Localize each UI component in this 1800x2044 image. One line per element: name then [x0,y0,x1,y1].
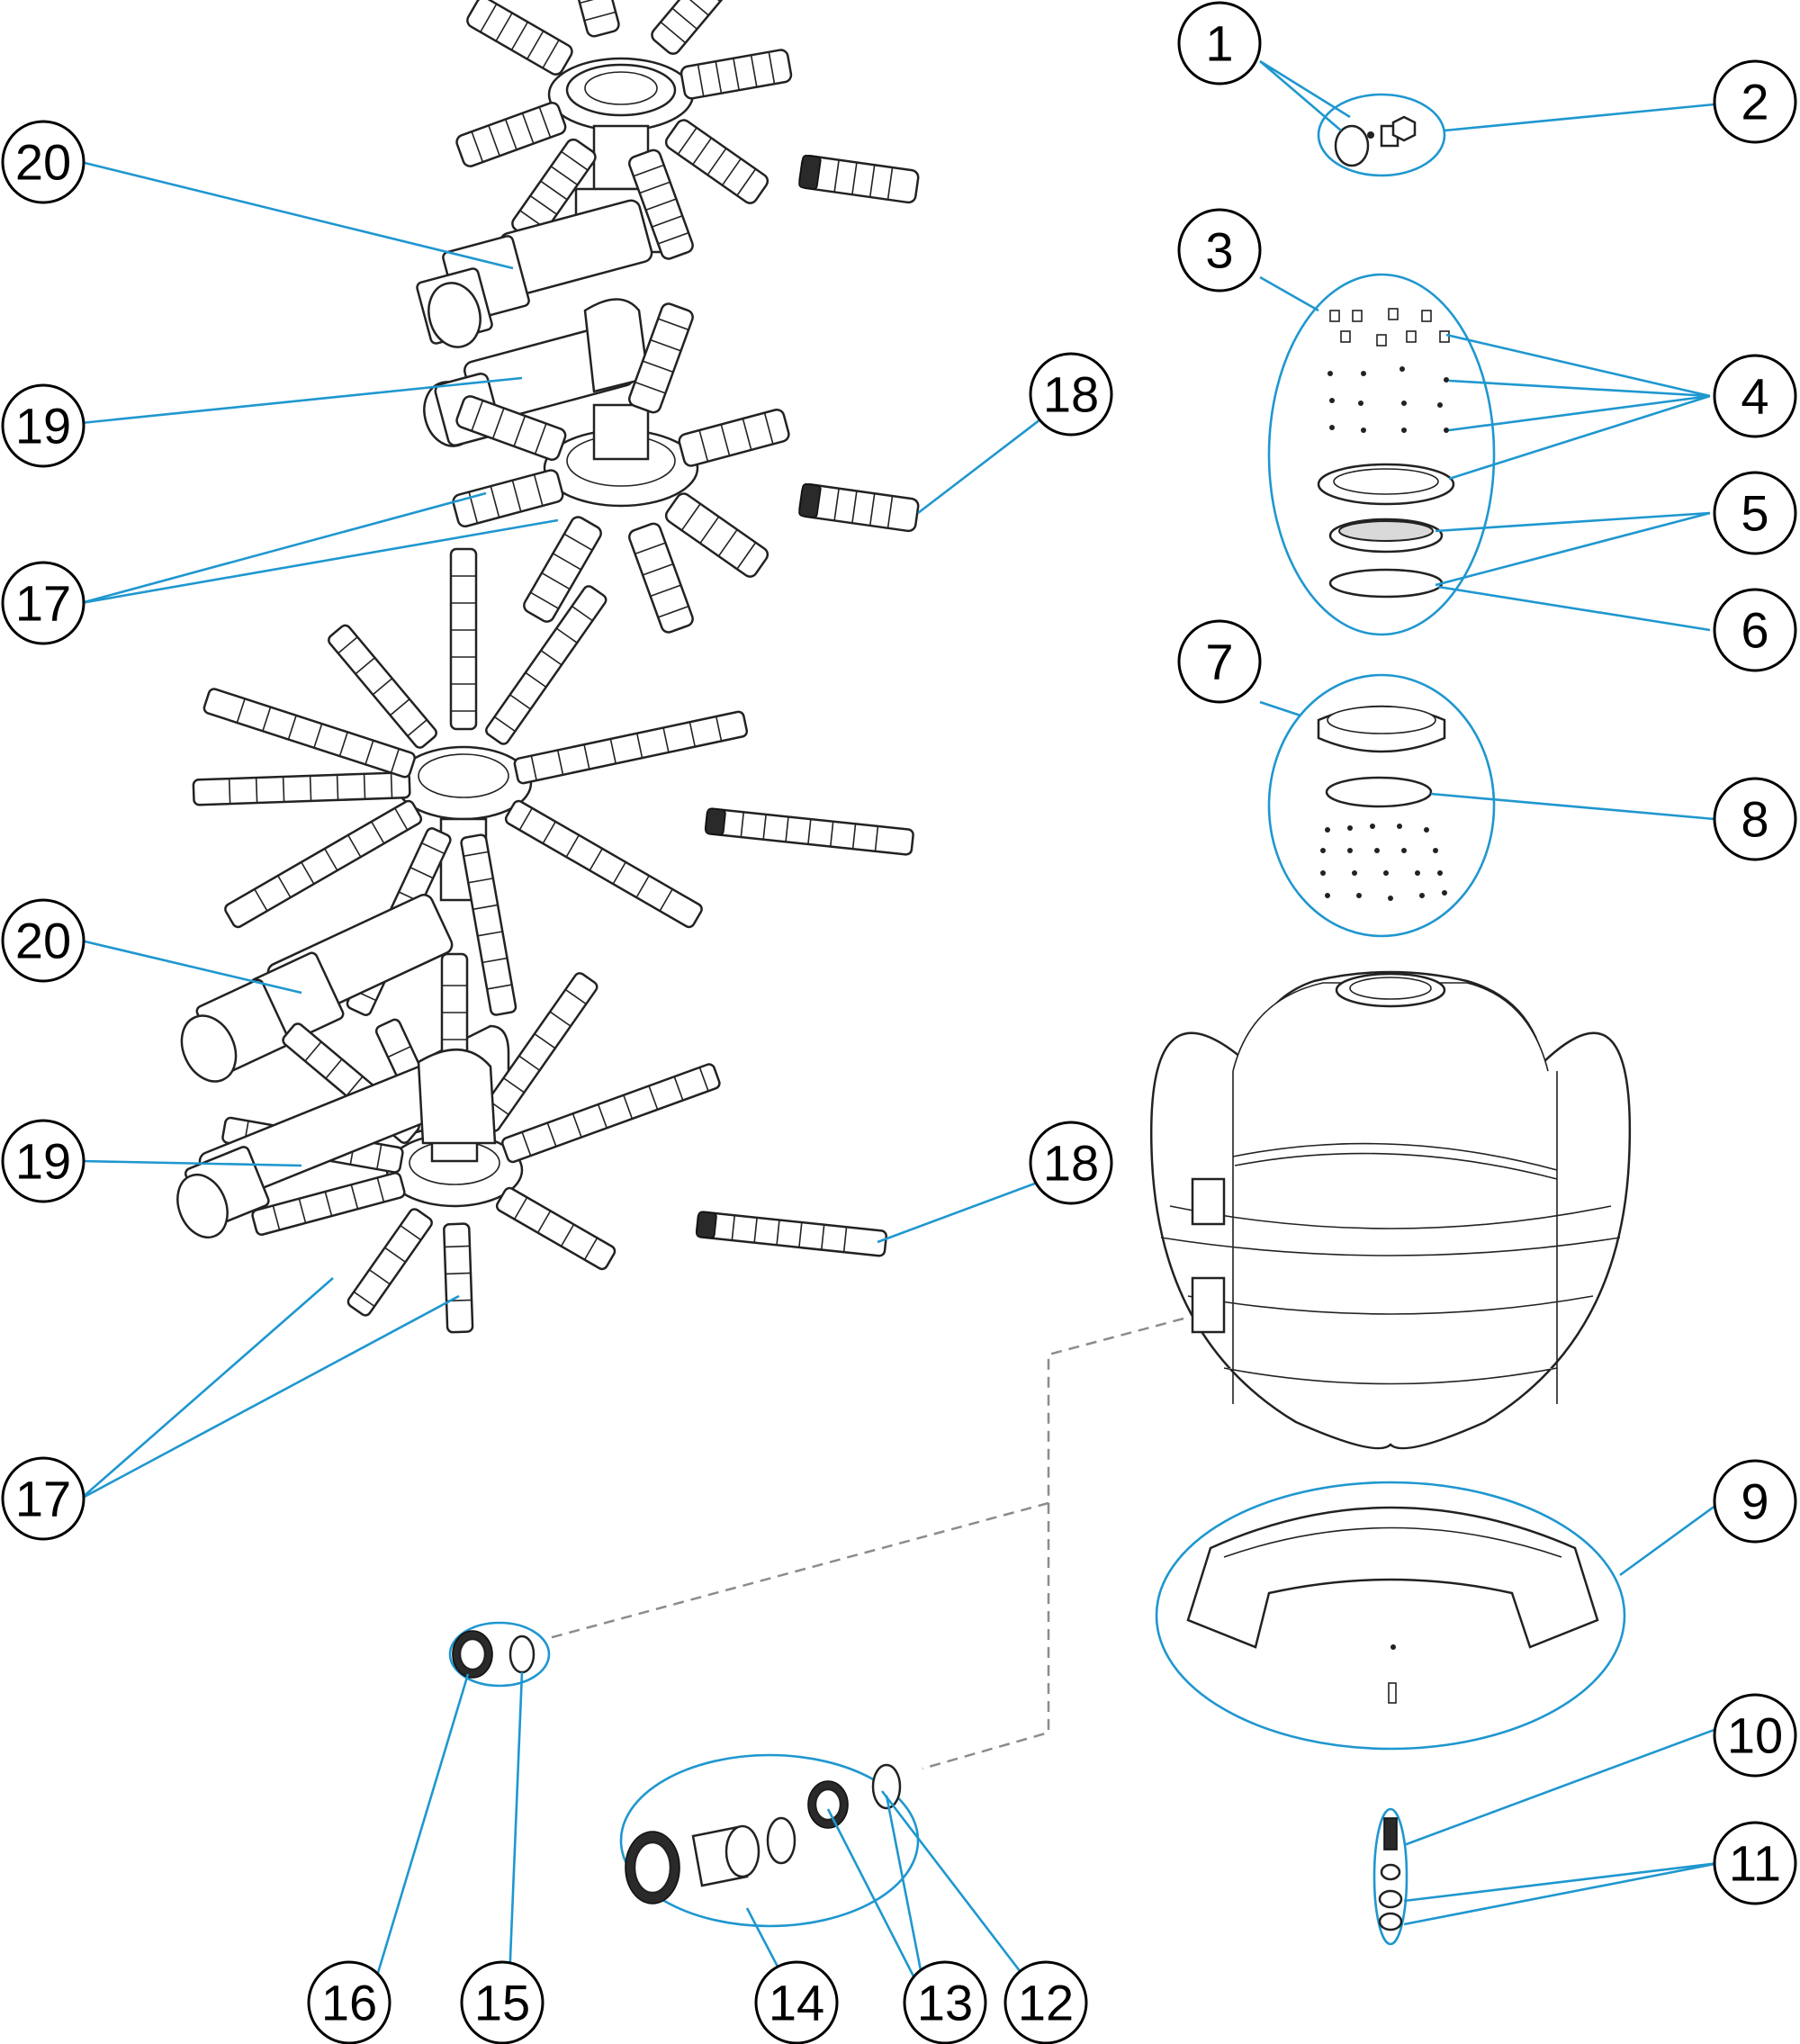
callout-3: 3 [1177,208,1262,293]
svg-text:20: 20 [15,913,71,969]
svg-text:19: 19 [15,1133,71,1190]
svg-text:13: 13 [917,1975,973,2031]
tank-base-group [1155,1481,1626,1751]
svg-text:19: 19 [15,398,71,455]
svg-text:18: 18 [1043,366,1099,423]
drain-group [1372,1807,1408,1946]
svg-text:11: 11 [1729,1835,1781,1892]
svg-text:17: 17 [15,575,71,632]
callout-17-bottom: 17 [1,1456,86,1541]
callout-18-bottom: 18 [1029,1121,1113,1205]
svg-text:20: 20 [15,134,71,191]
lateral-assembly-large [176,547,914,1334]
callout-2: 2 [1713,59,1797,144]
lateral-assembly-small [416,0,920,634]
svg-text:2: 2 [1741,74,1768,131]
callout-10: 10 [1713,1693,1797,1778]
flange-o-ring [1325,776,1433,808]
callout-5: 5 [1713,471,1797,555]
svg-text:1: 1 [1205,15,1233,72]
loose-lateral-small-bottom [798,482,920,533]
callout-19-bottom: 19 [1,1119,86,1203]
callout-19-top: 19 [1,383,86,468]
callout-16: 16 [307,1960,392,2044]
flange-screws [1320,824,1447,901]
callout-15: 15 [460,1960,544,2044]
leader-lines [80,59,1724,2003]
svg-text:5: 5 [1741,485,1768,542]
pressure-gauge-group [1317,93,1446,177]
svg-text:15: 15 [474,1975,530,2031]
svg-text:12: 12 [1018,1975,1074,2031]
svg-text:18: 18 [1043,1135,1099,1192]
loose-lateral-large-bottom [695,1211,887,1257]
svg-text:8: 8 [1741,791,1768,848]
callout-7: 7 [1177,619,1262,704]
union-large-group [619,1753,920,1928]
lid-o-ring [1328,568,1444,599]
lid-ring [1317,463,1455,506]
flange-group [1267,673,1496,938]
lid-components-group [1267,273,1496,636]
lid-cover [1328,518,1444,554]
union-pipe-small [416,199,653,348]
callout-14: 14 [754,1960,839,2044]
callout-1: 1 [1177,1,1262,86]
callout-20-bottom: 20 [1,898,86,983]
callout-18-top: 18 [1029,352,1113,437]
pipe-elbow-small [423,298,650,447]
lid-screws [1328,308,1450,433]
callout-17-top: 17 [1,561,86,645]
callout-13: 13 [903,1960,987,2044]
svg-text:9: 9 [1741,1473,1768,1530]
callout-8: 8 [1713,777,1797,861]
loose-lateral-small-top [798,154,920,204]
svg-text:7: 7 [1205,634,1233,690]
loose-lateral-large-top [704,807,914,856]
callout-4: 4 [1713,354,1797,438]
callout-11: 11 [1713,1821,1797,1905]
svg-text:16: 16 [321,1975,377,2031]
assembly-dashed-lines [548,1317,1184,1770]
callout-9: 9 [1713,1459,1797,1544]
union-pipe-large [180,894,454,1083]
callout-20-top: 20 [1,120,86,204]
callout-6: 6 [1713,588,1797,672]
svg-text:17: 17 [15,1471,71,1527]
svg-text:6: 6 [1741,602,1768,659]
pipe-elbow-large [176,1049,497,1239]
svg-text:3: 3 [1205,222,1233,279]
lateral-arms-small-top [455,0,793,260]
svg-text:10: 10 [1727,1707,1783,1764]
filter-tank [1150,970,1632,1450]
callout-12: 12 [1004,1960,1088,2044]
union-small-group [448,1621,551,1688]
svg-text:4: 4 [1741,368,1768,425]
svg-text:14: 14 [769,1975,824,2031]
lateral-hub-small-bottom [452,302,790,634]
